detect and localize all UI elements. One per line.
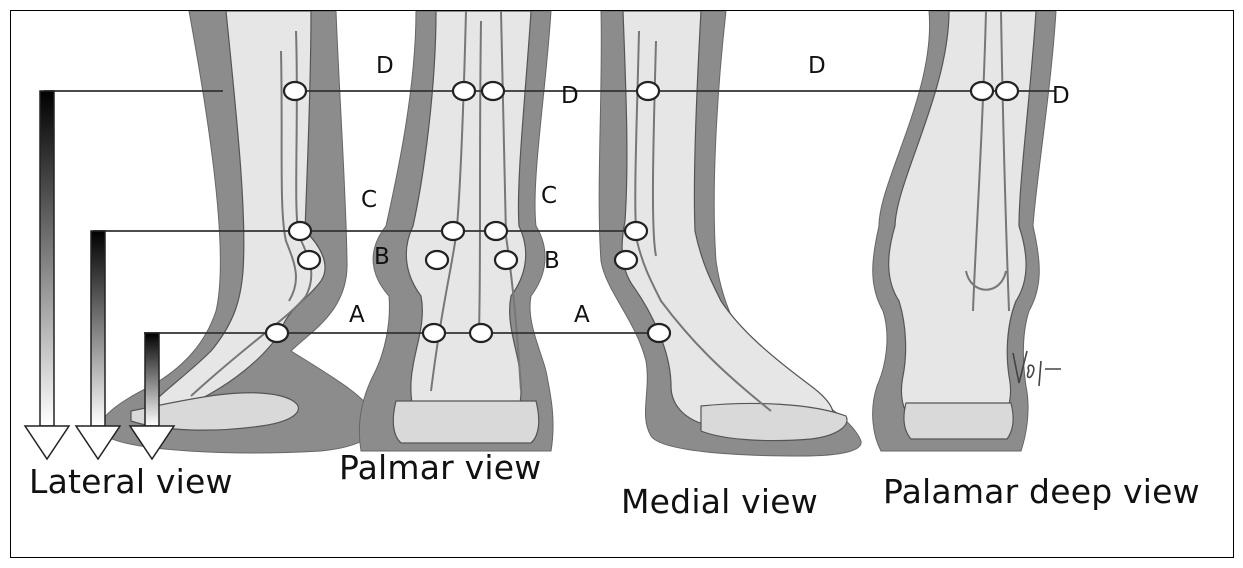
arrow-d [25, 91, 69, 459]
palmar-view-caption: Palmar view [339, 451, 541, 484]
lateral-view-caption: Lateral view [29, 465, 233, 498]
site-a-lateral [266, 324, 288, 342]
label-d-lateral: D [376, 53, 394, 79]
medial-view-caption: Medial view [621, 485, 818, 518]
site-d-palmar-left [453, 82, 475, 100]
site-b-palmar-left [426, 251, 448, 269]
label-a-lateral: A [349, 302, 365, 328]
label-a-palmar: A [574, 302, 590, 328]
site-c-palmar-right [485, 222, 507, 240]
site-b-medial [615, 251, 637, 269]
level-arrows [25, 91, 174, 459]
site-d-lateral [284, 82, 306, 100]
label-d-palmar: D [561, 83, 579, 109]
palmar-deep-view-limb [873, 11, 1061, 451]
label-d-deep: D [1052, 83, 1070, 109]
palmar-hoof [393, 401, 538, 443]
deep-hoof [904, 403, 1013, 439]
site-c-palmar-left [442, 222, 464, 240]
label-c-palmar: C [541, 183, 557, 209]
site-d-deep-right [996, 82, 1018, 100]
label-b-lateral: B [374, 244, 390, 270]
site-d-deep-left [971, 82, 993, 100]
palmar-deep-view-caption: Palamar deep view [883, 475, 1200, 508]
label-c-lateral: C [361, 187, 377, 213]
site-b-lateral [298, 251, 320, 269]
site-d-palmar-right [482, 82, 504, 100]
site-c-lateral [289, 222, 311, 240]
site-b-palmar-right [495, 251, 517, 269]
label-d-medial: D [808, 53, 826, 79]
site-d-medial [637, 82, 659, 100]
lateral-view-limb [101, 11, 377, 453]
figure-frame: D D D D C C B B A A Lateral view Palmar … [10, 10, 1234, 558]
site-a-palmar-right [470, 324, 492, 342]
site-a-palmar-left [423, 324, 445, 342]
site-c-medial [625, 222, 647, 240]
site-a-medial [648, 324, 670, 342]
label-b-palmar: B [544, 248, 560, 274]
